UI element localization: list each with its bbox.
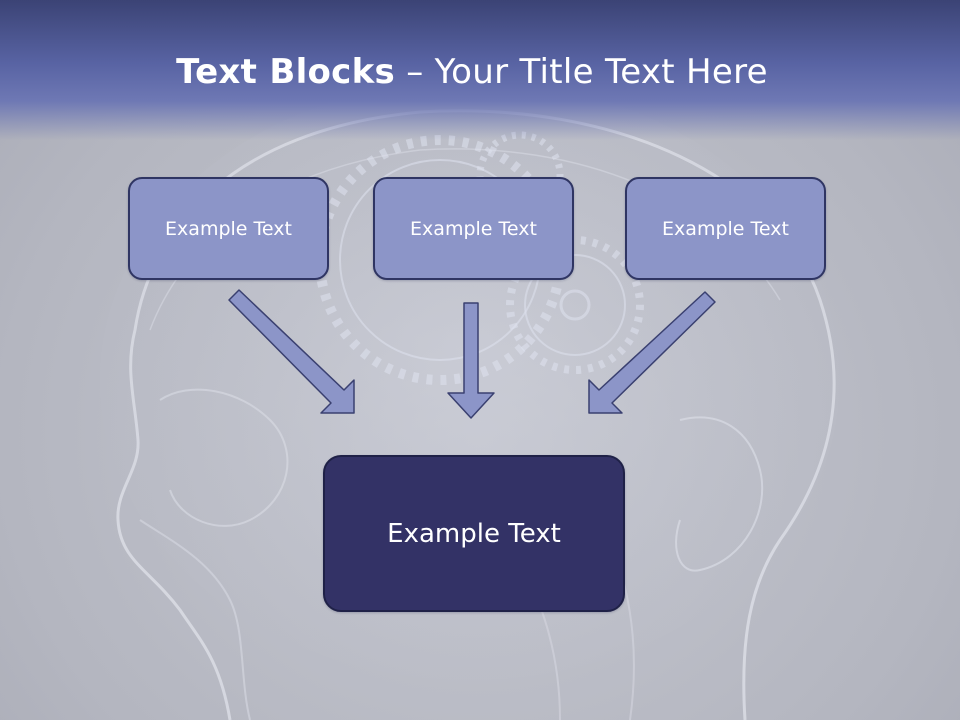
title-rest: Your Title Text Here (434, 52, 768, 92)
down-arrow-icon (588, 291, 716, 414)
main-block-label: Example Text (387, 518, 561, 549)
block-label: Example Text (165, 217, 292, 240)
down-arrow-icon (447, 302, 495, 419)
title-bar (0, 0, 960, 140)
block-label: Example Text (410, 217, 537, 240)
example-text-block-3[interactable]: Example Text (625, 177, 826, 280)
example-text-main-block[interactable]: Example Text (323, 455, 625, 612)
block-label: Example Text (662, 217, 789, 240)
title-bold: Text Blocks (176, 52, 396, 92)
example-text-block-1[interactable]: Example Text (128, 177, 329, 280)
example-text-block-2[interactable]: Example Text (373, 177, 574, 280)
slide-title: Text Blocks – Your Title Text Here (0, 52, 944, 92)
down-arrow-icon (228, 289, 355, 414)
title-separator: – (395, 52, 435, 92)
